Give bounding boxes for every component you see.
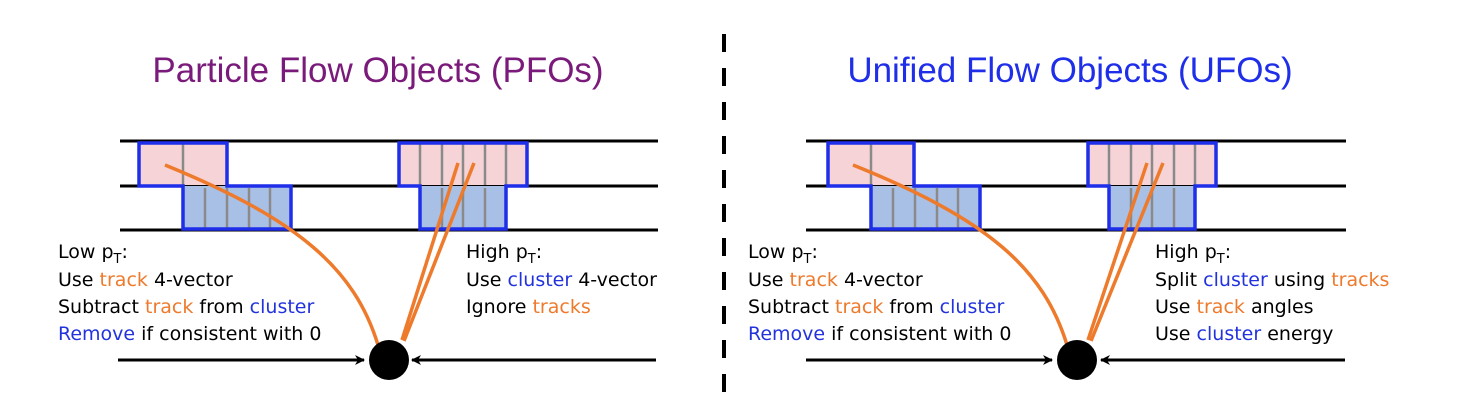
ufo-high-track-2 (1089, 162, 1165, 342)
pfo-interaction-vertex (369, 340, 409, 380)
svg-text:Low pT:: Low pT: (748, 241, 818, 267)
svg-text:Ignore tracks: Ignore tracks (466, 296, 591, 318)
svg-text:Low pT:: Low pT: (58, 241, 128, 267)
pfo-high-track-2 (402, 162, 476, 342)
svg-text:Use cluster 4-vector: Use cluster 4-vector (466, 269, 657, 291)
ufo-low-track (852, 163, 1069, 346)
svg-text:Use track 4-vector: Use track 4-vector (748, 269, 923, 291)
svg-text:High pT:: High pT: (466, 241, 542, 267)
pfo-panel: Particle Flow Objects (PFOs) (58, 51, 658, 380)
svg-text:Subtract track from cluster: Subtract track from cluster (748, 296, 1004, 318)
ufo-high-cluster (1086, 141, 1218, 231)
pfo-high-pt-notes: High pT: Use cluster 4-vector Ignore tra… (466, 241, 657, 318)
svg-text:Remove if consistent with 0: Remove if consistent with 0 (748, 323, 1011, 345)
pfo-low-cluster (137, 141, 293, 231)
pfo-title: Particle Flow Objects (PFOs) (152, 51, 603, 90)
svg-text:High pT:: High pT: (1155, 241, 1231, 267)
ufo-high-pt-notes: High pT: Split cluster using tracks Use … (1155, 241, 1389, 345)
pfo-high-track-1 (400, 162, 460, 341)
svg-text:Use cluster energy: Use cluster energy (1155, 323, 1333, 345)
svg-text:Split cluster using tracks: Split cluster using tracks (1155, 269, 1389, 291)
svg-text:Subtract track from cluster: Subtract track from cluster (58, 296, 314, 318)
ufo-panel: Unified Flow Objects (UFOs) (748, 51, 1389, 380)
pfo-low-pt-notes: Low pT: Use track 4-vector Subtract trac… (58, 241, 321, 345)
ufo-high-track-1 (1086, 162, 1149, 341)
ufo-low-pt-notes: Low pT: Use track 4-vector Subtract trac… (748, 241, 1011, 345)
ufo-low-cluster (826, 141, 982, 231)
svg-text:Use track angles: Use track angles (1155, 296, 1314, 318)
svg-text:Use track 4-vector: Use track 4-vector (58, 269, 233, 291)
ufo-title: Unified Flow Objects (UFOs) (847, 51, 1292, 90)
pfo-high-cluster (397, 141, 529, 231)
svg-text:Remove if consistent with 0: Remove if consistent with 0 (58, 323, 321, 345)
ufo-interaction-vertex (1057, 340, 1097, 380)
pfo-low-track (164, 163, 380, 346)
